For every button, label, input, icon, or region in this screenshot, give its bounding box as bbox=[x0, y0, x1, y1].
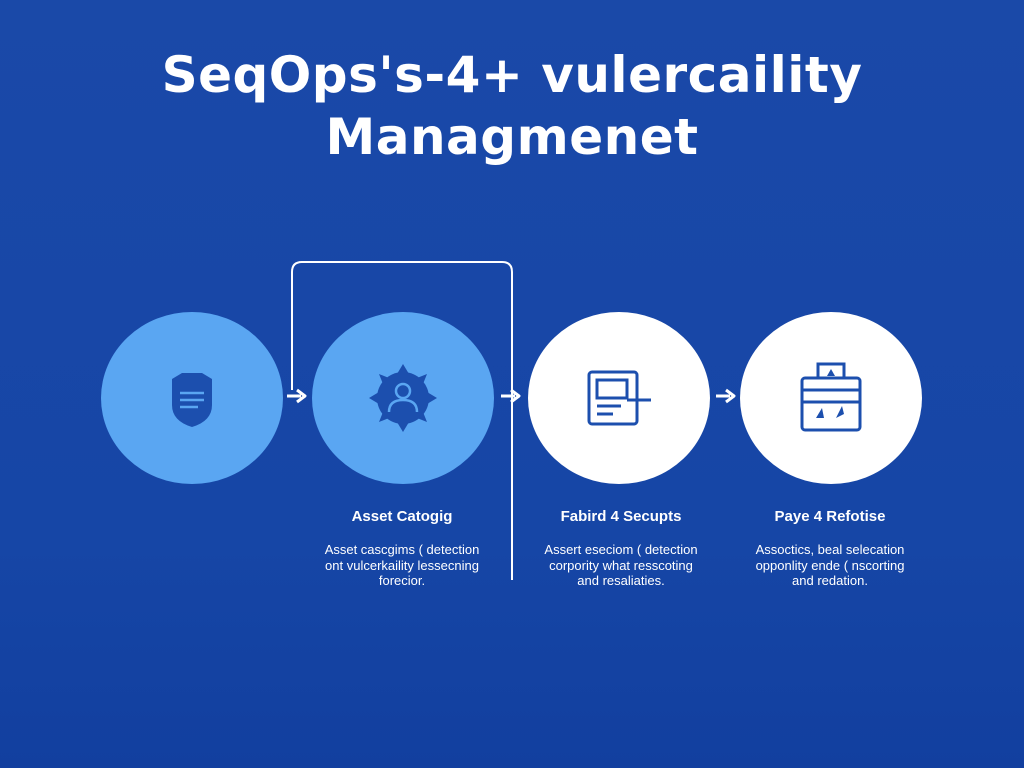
shield-document-icon bbox=[172, 373, 212, 427]
step-4-desc-line: opponlity ende ( nscorting bbox=[755, 557, 905, 573]
step-4-title: Paye 4 Refotise bbox=[774, 508, 886, 525]
step-2-desc-line: forecior. bbox=[378, 573, 426, 588]
step-3-desc-line: Assert eseciom ( detection bbox=[544, 542, 698, 557]
step-3-desc-line: and resaliaties. bbox=[577, 573, 665, 588]
title-line-2: Managmenet bbox=[325, 108, 699, 166]
monitor-document-icon bbox=[587, 370, 651, 426]
gear-user-icon bbox=[369, 364, 437, 432]
step-3-desc-line: corpority what resscoting bbox=[549, 557, 693, 573]
step-2-circle bbox=[312, 312, 494, 484]
step-4-desc-line: Assoctics, beal selecation bbox=[755, 542, 905, 557]
arrow-right-icon bbox=[287, 388, 307, 404]
step-2-title: Asset Catogig bbox=[351, 508, 453, 525]
step-4-desc-line: and redation. bbox=[792, 573, 868, 588]
report-board-icon bbox=[800, 362, 862, 432]
step-4-description: Assoctics, beal selecation opponlity end… bbox=[730, 542, 930, 589]
step-2-description: Asset cascgims ( detection ont vulcerkai… bbox=[302, 542, 502, 589]
step-3-circle bbox=[528, 312, 710, 484]
arrow-right-icon bbox=[501, 388, 521, 404]
step-3-title: Fabird 4 Secupts bbox=[560, 508, 682, 525]
step-2-desc-line: ont vulcerkaility lessecning bbox=[325, 557, 479, 573]
step-2-desc-line: Asset cascgims ( detection bbox=[324, 542, 480, 557]
arrow-right-icon bbox=[716, 388, 736, 404]
title-line-1: SeqOps's-4+ vulercaility bbox=[161, 46, 863, 104]
page-title: SeqOps's-4+ vulercaility Managmenet bbox=[0, 44, 1024, 168]
step-3-description: Assert eseciom ( detection corpority wha… bbox=[521, 542, 721, 589]
step-1-circle bbox=[101, 312, 283, 484]
step-4-circle bbox=[740, 312, 922, 484]
